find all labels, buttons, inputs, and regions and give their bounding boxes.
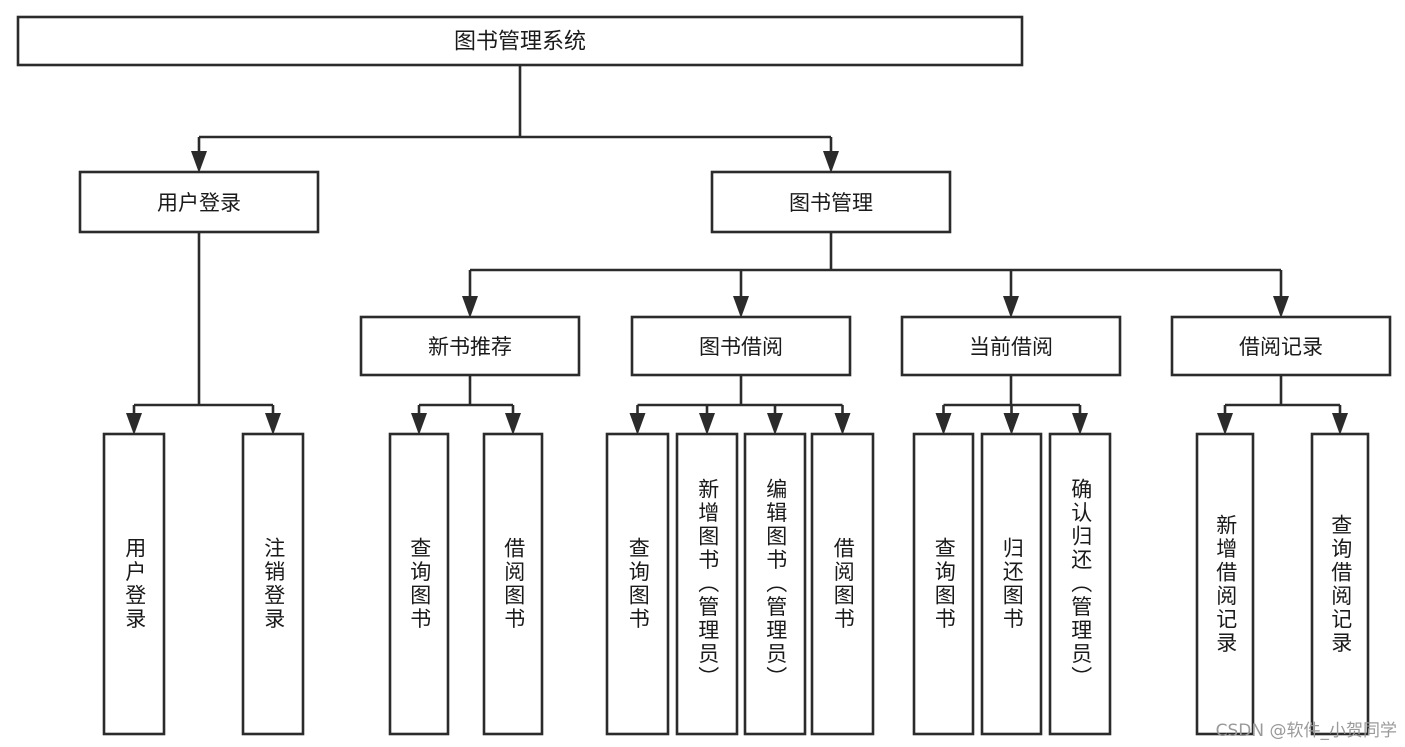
leaf-node-leaf-query-borrow-record[interactable]	[1310, 432, 1370, 736]
level2-node-borrow-record-label: 借阅记录	[1239, 335, 1323, 359]
level2-node-new-book-recommend-label: 新书推荐	[428, 335, 512, 359]
leaf-node-leaf-query-borrow-record-rect[interactable]	[1310, 432, 1370, 736]
level2-node-new-book-recommend[interactable]: 新书推荐	[359, 315, 581, 377]
arrow-head-icon	[1332, 413, 1348, 435]
connector-group-book-manage	[462, 232, 1289, 318]
leaf-node-leaf-borrow-book[interactable]	[810, 432, 875, 736]
leaf-node-leaf-return-book[interactable]	[980, 432, 1043, 736]
arrow-head-icon	[462, 296, 478, 318]
arrow-head-icon	[1003, 413, 1020, 435]
leaf-node-leaf-query-book-recommend-rect[interactable]	[388, 432, 450, 736]
leaf-node-leaf-user-logout[interactable]	[241, 432, 305, 736]
connector-group-new-book-recommend	[411, 375, 521, 435]
leaf-node-leaf-add-book-admin[interactable]	[675, 432, 739, 736]
level1-node-book-manage[interactable]: 图书管理	[710, 170, 952, 234]
leaf-node-leaf-add-book-admin-rect[interactable]	[675, 432, 739, 736]
root-node-label: 图书管理系统	[454, 30, 586, 55]
leaf-node-leaf-query-book-borrow-rect[interactable]	[605, 432, 670, 736]
connector-group-book-borrow	[629, 375, 851, 435]
level1-node-book-manage-label: 图书管理	[789, 191, 873, 215]
leaf-node-leaf-user-logout-rect[interactable]	[241, 432, 305, 736]
level2-node-book-borrow-rect[interactable]	[630, 315, 852, 377]
arrow-head-icon	[1217, 413, 1233, 435]
leaf-node-leaf-edit-book-admin[interactable]	[743, 432, 807, 736]
level2-node-borrow-record[interactable]: 借阅记录	[1170, 315, 1392, 377]
leaf-node-leaf-edit-book-admin-rect[interactable]	[743, 432, 807, 736]
arrow-head-icon	[1273, 296, 1289, 318]
leaf-node-leaf-add-borrow-record[interactable]	[1195, 432, 1255, 736]
connector-group-borrow-record	[1217, 375, 1348, 435]
leaf-node-leaf-add-borrow-record-rect[interactable]	[1195, 432, 1255, 736]
leaf-node-leaf-borrow-book-rect[interactable]	[810, 432, 875, 736]
leaf-node-leaf-borrow-book-recommend[interactable]	[482, 432, 544, 736]
arrow-head-icon	[767, 413, 783, 435]
arrow-head-icon	[411, 413, 427, 435]
level2-node-current-borrow[interactable]: 当前借阅	[900, 315, 1122, 377]
arrow-head-icon	[191, 151, 207, 173]
level1-node-user-login[interactable]: 用户登录	[78, 170, 320, 234]
leaf-node-leaf-query-book-current[interactable]	[912, 432, 975, 736]
leaf-node-leaf-confirm-return-admin-rect[interactable]	[1048, 432, 1112, 736]
arrow-head-icon	[733, 296, 749, 318]
leaf-node-leaf-query-book-current-rect[interactable]	[912, 432, 975, 736]
arrow-head-icon	[629, 413, 646, 435]
root-node-rect[interactable]	[16, 15, 1024, 67]
leaf-node-leaf-borrow-book-recommend-rect[interactable]	[482, 432, 544, 736]
level2-node-book-borrow-label: 图书借阅	[699, 335, 783, 359]
leaf-node-leaf-confirm-return-admin[interactable]	[1048, 432, 1112, 736]
arrow-head-icon	[1003, 296, 1019, 318]
arrow-head-icon	[126, 413, 142, 435]
leaf-node-leaf-return-book-rect[interactable]	[980, 432, 1043, 736]
connector-layer	[126, 65, 1348, 435]
leaf-node-leaf-query-book-borrow[interactable]	[605, 432, 670, 736]
level2-node-book-borrow[interactable]: 图书借阅	[630, 315, 852, 377]
arrow-head-icon	[823, 151, 839, 173]
leaf-node-leaf-user-login-rect[interactable]	[102, 432, 166, 736]
leaf-node-leaf-query-book-recommend[interactable]	[388, 432, 450, 736]
level2-node-current-borrow-label: 当前借阅	[969, 335, 1053, 359]
arrow-head-icon	[935, 413, 952, 435]
connector-group-current-borrow	[935, 375, 1088, 435]
level1-node-user-login-label: 用户登录	[157, 191, 241, 215]
arrow-head-icon	[505, 413, 521, 435]
level2-node-new-book-recommend-rect[interactable]	[359, 315, 581, 377]
level2-node-current-borrow-rect[interactable]	[900, 315, 1122, 377]
arrow-head-icon	[834, 413, 851, 435]
level1-node-user-login-rect[interactable]	[78, 170, 320, 234]
connector-group-user-login	[126, 232, 281, 435]
arrow-head-icon	[265, 413, 281, 435]
connector-group-root	[191, 65, 839, 173]
level2-node-borrow-record-rect[interactable]	[1170, 315, 1392, 377]
arrow-head-icon	[1072, 413, 1088, 435]
arrow-head-icon	[699, 413, 715, 435]
root-node[interactable]: 图书管理系统	[16, 15, 1024, 67]
level1-node-book-manage-rect[interactable]	[710, 170, 952, 234]
leaf-node-leaf-user-login[interactable]	[102, 432, 166, 736]
